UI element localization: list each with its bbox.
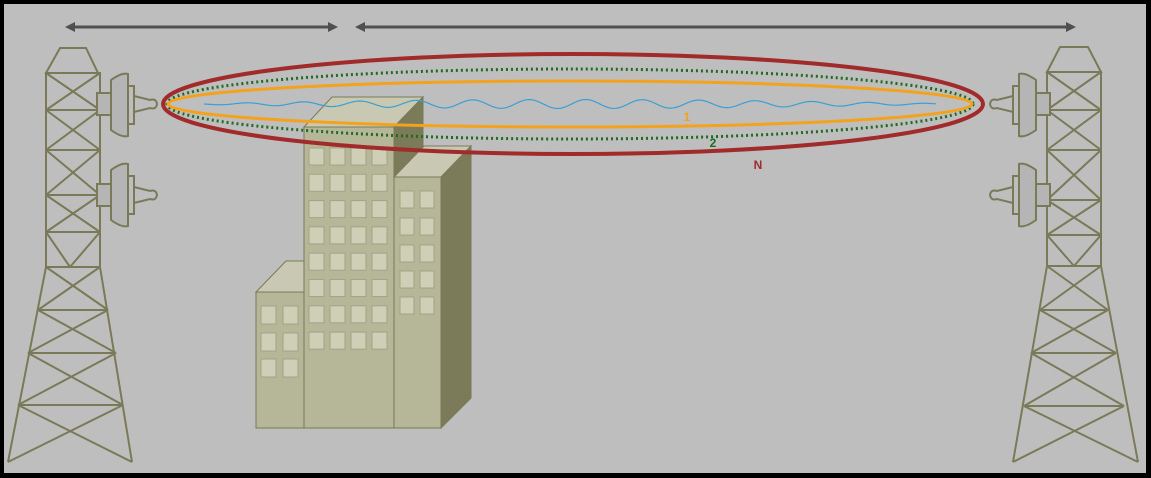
fresnel-zone-n bbox=[161, 52, 985, 156]
building-window bbox=[308, 147, 325, 166]
building-window bbox=[350, 279, 367, 297]
building-window bbox=[371, 173, 388, 192]
building-window bbox=[371, 331, 388, 350]
building-window bbox=[308, 226, 325, 245]
right-dish-upper bbox=[988, 72, 1051, 138]
building-window bbox=[308, 279, 325, 297]
building-window bbox=[308, 305, 325, 324]
building-left bbox=[254, 260, 319, 429]
building-right bbox=[392, 144, 473, 430]
building-window bbox=[329, 331, 346, 350]
building-window bbox=[329, 147, 346, 166]
building-window bbox=[329, 173, 346, 192]
building-window bbox=[350, 173, 367, 192]
building-window bbox=[329, 226, 346, 245]
building-window bbox=[350, 200, 367, 219]
right-dish-lower bbox=[988, 162, 1051, 228]
building-window bbox=[350, 252, 367, 271]
building-window bbox=[329, 200, 346, 219]
building-window bbox=[371, 200, 388, 219]
right-tower bbox=[1012, 46, 1139, 463]
fresnel-zone-label-2: 2 bbox=[710, 136, 717, 150]
building-window bbox=[329, 279, 346, 297]
left-dish-upper bbox=[96, 72, 159, 138]
building-window bbox=[329, 252, 346, 271]
building-window bbox=[329, 305, 346, 324]
left-tower bbox=[7, 47, 133, 463]
building-window bbox=[308, 173, 325, 192]
building-window bbox=[308, 252, 325, 271]
building-window bbox=[308, 200, 325, 219]
building-window bbox=[371, 226, 388, 245]
signal-wave bbox=[203, 98, 937, 110]
building-window bbox=[308, 331, 325, 350]
fresnel-zone-label-1: 1 bbox=[684, 110, 691, 124]
building-window bbox=[371, 305, 388, 324]
building-window bbox=[371, 252, 388, 271]
building-window bbox=[350, 305, 367, 324]
building-window bbox=[371, 279, 388, 297]
left-dish-lower bbox=[96, 162, 159, 228]
building-window bbox=[350, 331, 367, 350]
fresnel-zone-1 bbox=[166, 79, 974, 129]
building-window bbox=[350, 226, 367, 245]
fresnel-zone-label-n: N bbox=[754, 158, 763, 172]
building-window bbox=[350, 147, 367, 166]
